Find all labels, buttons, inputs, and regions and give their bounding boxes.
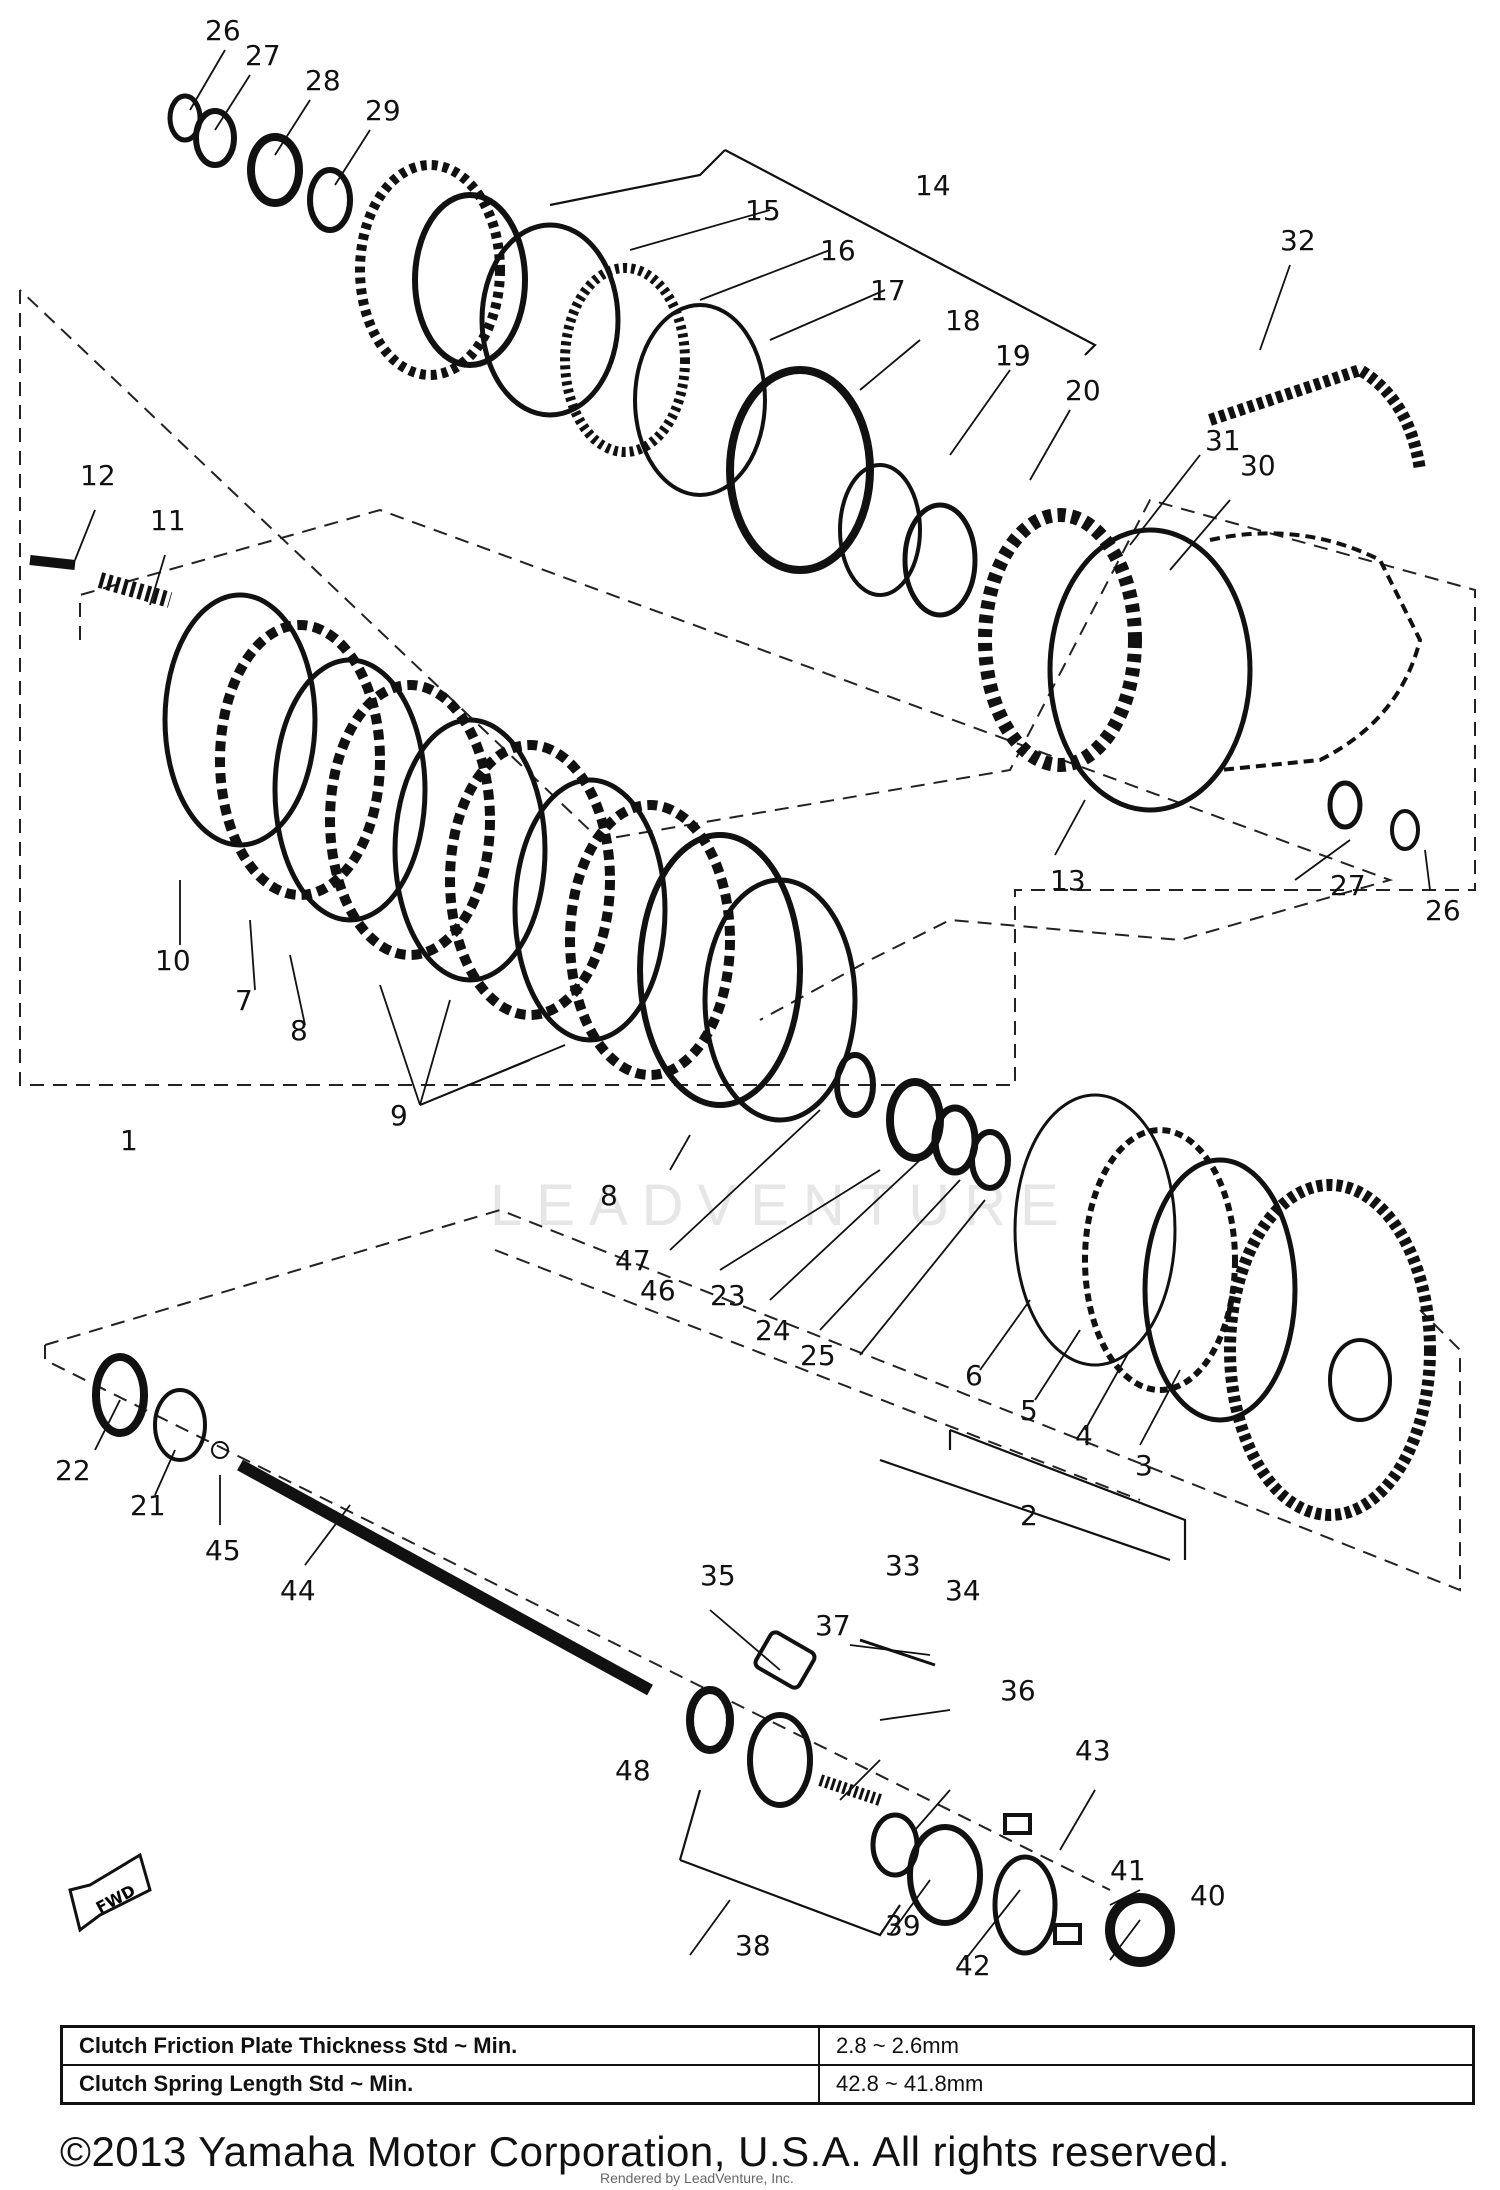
callout-3: 3 <box>1135 1449 1153 1482</box>
callout-21: 21 <box>130 1489 166 1522</box>
callout-41: 41 <box>1110 1854 1146 1887</box>
callout-16: 16 <box>820 234 856 267</box>
fwd-direction-arrow-icon: FWD <box>68 1852 152 1933</box>
callout-28: 28 <box>305 64 341 97</box>
callout-8: 8 <box>290 1014 308 1047</box>
callout-13: 13 <box>1050 864 1086 897</box>
callout-27: 27 <box>1330 869 1366 902</box>
callout-25: 25 <box>800 1339 836 1372</box>
callout-34: 34 <box>945 1574 981 1607</box>
watermark: LEADVENTURE <box>490 1173 1073 1238</box>
rendered-by-notice: Rendered by LeadVenture, Inc. <box>600 2170 794 2186</box>
table-row: Clutch Spring Length Std ~ Min. 42.8 ~ 4… <box>60 2064 1475 2105</box>
callout-46: 46 <box>640 1274 676 1307</box>
callout-14: 14 <box>915 169 951 202</box>
leader-lines <box>74 49 1431 1961</box>
spec-label: Clutch Spring Length Std ~ Min. <box>60 2064 820 2105</box>
callout-15: 15 <box>745 194 781 227</box>
clutch-exploded-diagram: LEADVENTURE <box>19 14 1476 1982</box>
callout-8: 8 <box>600 1179 618 1212</box>
callout-17: 17 <box>870 274 906 307</box>
upper-clutch-parts <box>167 93 1426 851</box>
callout-47: 47 <box>615 1244 651 1277</box>
callout-19: 19 <box>995 339 1031 372</box>
callout-11: 11 <box>150 504 186 537</box>
lower-parts <box>92 1353 1175 1967</box>
callout-5: 5 <box>1020 1394 1038 1427</box>
callout-27: 27 <box>245 39 281 72</box>
callout-44: 44 <box>280 1574 316 1607</box>
plate-stack <box>29 555 1436 1521</box>
callout-9: 9 <box>390 1099 408 1132</box>
callout-labels: 1234567889101112131415161718191920212223… <box>55 14 1461 1982</box>
callout-39: 39 <box>885 1909 921 1942</box>
callout-12: 12 <box>80 459 116 492</box>
callout-23: 23 <box>710 1279 746 1312</box>
callout-36: 36 <box>1000 1674 1036 1707</box>
table-row: Clutch Friction Plate Thickness Std ~ Mi… <box>60 2025 1475 2066</box>
callout-22: 22 <box>55 1454 91 1487</box>
callout-18: 18 <box>945 304 981 337</box>
spec-label: Clutch Friction Plate Thickness Std ~ Mi… <box>60 2025 820 2066</box>
copyright-notice: ©2013 Yamaha Motor Corporation, U.S.A. A… <box>60 2128 1231 2175</box>
callout-32: 32 <box>1280 224 1316 257</box>
callout-35: 35 <box>700 1559 736 1592</box>
callout-26: 26 <box>1425 894 1461 927</box>
callout-4: 4 <box>1075 1419 1093 1452</box>
callout-1: 1 <box>120 1124 138 1157</box>
callout-7: 7 <box>235 984 253 1017</box>
callout-29: 29 <box>365 94 401 127</box>
callout-24: 24 <box>755 1314 791 1347</box>
callout-33: 33 <box>885 1549 921 1582</box>
spec-table: Clutch Friction Plate Thickness Std ~ Mi… <box>60 2025 1475 2105</box>
callout-31: 31 <box>1205 424 1241 457</box>
callout-30: 30 <box>1240 449 1276 482</box>
spec-value: 2.8 ~ 2.6mm <box>818 2025 1475 2066</box>
spec-value: 42.8 ~ 41.8mm <box>818 2064 1475 2105</box>
callout-37: 37 <box>815 1609 851 1642</box>
callout-2: 2 <box>1020 1499 1038 1532</box>
callout-42: 42 <box>955 1949 991 1982</box>
callout-19: 19 <box>995 339 1031 372</box>
callout-20: 20 <box>1065 374 1101 407</box>
callout-38: 38 <box>735 1929 771 1962</box>
bracket-lines <box>549 149 1187 1937</box>
callout-45: 45 <box>205 1534 241 1567</box>
callout-6: 6 <box>965 1359 983 1392</box>
group-outlines <box>19 289 1476 1891</box>
callout-43: 43 <box>1075 1734 1111 1767</box>
callout-40: 40 <box>1190 1879 1226 1912</box>
callout-48: 48 <box>615 1754 651 1787</box>
callout-26: 26 <box>205 14 241 47</box>
callout-10: 10 <box>155 944 191 977</box>
